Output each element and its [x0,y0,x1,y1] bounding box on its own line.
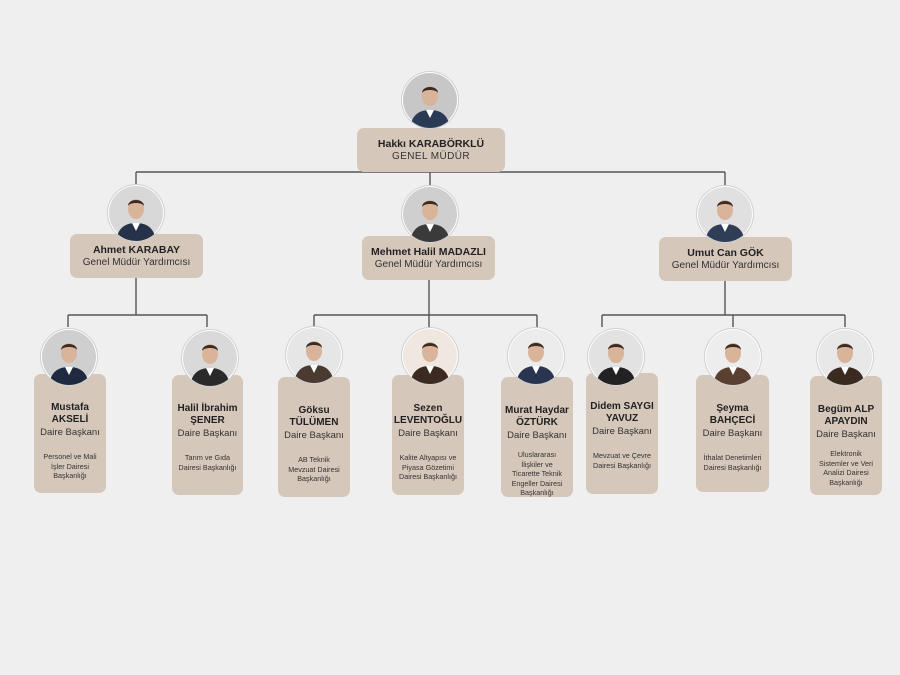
person-title: Genel Müdür Yardımcısı [671,259,780,271]
person-silhouette [403,329,457,384]
person-title: Daire Başkanı [816,429,876,440]
person-silhouette [706,330,760,385]
person-name: Mustafa AKSELİ [51,402,89,425]
department-card: Mustafa AKSELİ Daire Başkanı Personel ve… [34,374,106,493]
person-name: Hakkı KARABÖRKLÜ [377,137,485,150]
person-photo-icon [705,329,761,385]
person-title: Daire Başkanı [284,430,344,441]
department-card: Begüm ALP APAYDIN Daire Başkanı Elektron… [810,376,882,495]
person-name: Begüm ALP APAYDIN [817,404,875,427]
person-silhouette [509,329,563,384]
person-photo-icon [508,328,564,384]
person-name: Sezen LEVENTOĞLU [393,403,463,426]
person-title: Daire Başkanı [398,428,458,439]
department-card: Göksu TÜLÜMEN Daire Başkanı AB Teknik Me… [278,377,350,497]
department-name: Mevzuat ve Çevre Dairesi Başkanlığı [593,451,651,470]
person-title: GENEL MÜDÜR [392,150,470,162]
deputy-card: Mehmet Halil MADAZLI Genel Müdür Yardımc… [362,236,495,280]
person-title: Daire Başkanı [177,428,238,439]
department-name: Kalite Altyapısı ve Piyasa Gözetimi Dair… [399,453,457,481]
person-title: Daire Başkanı [507,430,567,441]
person-silhouette [287,328,341,383]
person-silhouette [589,330,643,385]
department-name: Tarım ve Gıda Dairesi Başkanlığı [178,453,237,472]
person-silhouette [183,331,237,386]
person-photo-icon [402,186,458,242]
department-card: Halil İbrahim ŞENER Daire Başkanı Tarım … [172,375,243,495]
department-card: Murat Haydar ÖZTÜRK Daire Başkanı Ulusla… [501,377,573,497]
person-name: Şeyma BAHÇECİ [709,403,756,426]
department-card: Sezen LEVENTOĞLU Daire Başkanı Kalite Al… [392,375,464,495]
person-silhouette [403,73,457,128]
person-title: Daire Başkanı [702,428,763,439]
person-name: Ahmet KARABAY [92,243,181,256]
person-name: Umut Can GÖK [687,246,764,259]
person-silhouette [42,330,96,385]
person-title: Genel Müdür Yardımcısı [82,256,191,268]
department-name: İthalat Denetimleri Dairesi Başkanlığı [703,453,762,472]
department-name: Personel ve Mali İşler Dairesi Başkanlığ… [43,452,97,480]
person-name: Murat Haydar ÖZTÜRK [505,405,569,428]
department-name: Uluslararası İlişkiler ve Ticarette Tekn… [511,450,563,497]
person-name: Halil İbrahim ŞENER [177,403,238,426]
person-title: Daire Başkanı [40,427,100,438]
person-title: Genel Müdür Yardımcısı [374,258,483,270]
person-silhouette [403,187,457,242]
person-name: Mehmet Halil MADAZLI [371,245,486,258]
department-card: Didem SAYGI YAVUZ Daire Başkanı Mevzuat … [586,373,658,494]
person-photo-icon [41,329,97,385]
person-photo-icon [108,185,164,241]
deputy-card: Umut Can GÖK Genel Müdür Yardımcısı [659,237,792,281]
person-photo-icon [588,329,644,385]
person-title: Daire Başkanı [592,426,652,437]
general-manager-card: Hakkı KARABÖRKLÜ GENEL MÜDÜR [357,128,505,172]
person-photo-icon [182,330,238,386]
person-photo-icon [402,328,458,384]
person-silhouette [818,330,872,385]
person-photo-icon [402,72,458,128]
deputy-card: Ahmet KARABAY Genel Müdür Yardımcısı [70,234,203,278]
person-photo-icon [817,329,873,385]
person-name: Didem SAYGI YAVUZ [590,401,654,424]
department-card: Şeyma BAHÇECİ Daire Başkanı İthalat Dene… [696,375,769,492]
department-name: Elektronik Sistemler ve Veri Analizi Dai… [819,449,873,487]
person-name: Göksu TÜLÜMEN [289,405,339,428]
person-photo-icon [697,186,753,242]
person-silhouette [109,186,163,241]
person-photo-icon [286,327,342,383]
person-silhouette [698,187,752,242]
department-name: AB Teknik Mevzuat Dairesi Başkanlığı [288,455,340,483]
